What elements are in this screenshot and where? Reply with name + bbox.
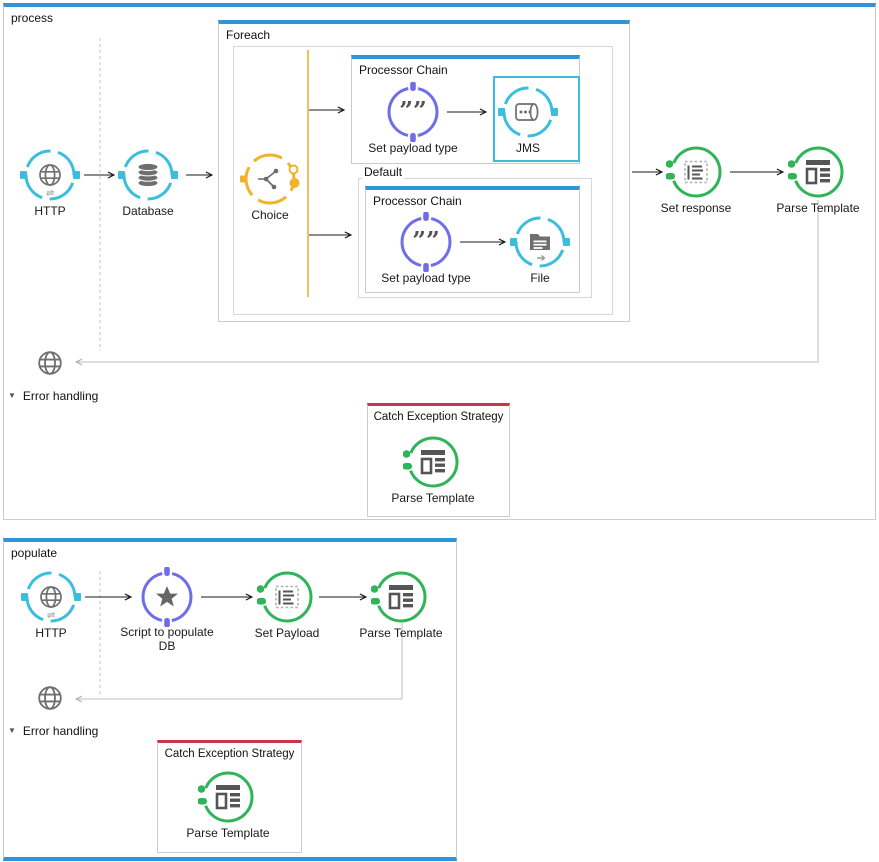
error-handling-section[interactable]: ▼ Error handling [8, 724, 98, 738]
node-set-response[interactable]: Set response [661, 142, 731, 215]
node-label: Parse Template [359, 626, 443, 640]
response-globe-icon [38, 686, 62, 710]
node-label: Set payload type [368, 141, 458, 155]
node-label: Parse Template [391, 491, 475, 505]
default-branch-label: Default [362, 165, 405, 179]
http-endpoint-icon [20, 149, 80, 201]
node-label: JMS [516, 141, 540, 155]
node-label: Database [122, 204, 174, 218]
node-file[interactable]: File [510, 212, 570, 285]
flow-title: process [11, 11, 54, 25]
node-catch-parse-template[interactable]: Parse Template [391, 432, 475, 505]
node-label: File [530, 271, 550, 285]
jms-endpoint-icon [498, 86, 558, 138]
parse-template-icon [403, 436, 459, 488]
set-payload-icon [387, 82, 439, 142]
node-database[interactable]: Database [118, 145, 178, 218]
set-response-icon [666, 146, 722, 198]
file-endpoint-icon [510, 216, 570, 268]
node-label: Set payload type [381, 271, 471, 285]
jms-selection-outline [493, 76, 580, 162]
response-globe-icon [38, 351, 62, 375]
parse-template-icon [198, 771, 254, 823]
catch-exception-box[interactable]: Catch Exception Strategy [157, 740, 302, 853]
catch-exception-title: Catch Exception Strategy [373, 411, 504, 423]
node-jms[interactable]: JMS [498, 82, 558, 155]
node-label: Parse Template [776, 201, 860, 215]
script-component-icon [141, 567, 193, 627]
node-parse-template-populate[interactable]: Parse Template [359, 567, 443, 640]
node-http[interactable]: HTTP [20, 145, 80, 218]
collapse-triangle-icon[interactable]: ▼ [8, 391, 16, 400]
error-handling-label: Error handling [22, 389, 99, 403]
flow-title: populate [11, 546, 58, 560]
error-handling-section[interactable]: ▼ Error handling [8, 389, 98, 403]
node-set-payload-type-default[interactable]: Set payload type [381, 212, 471, 285]
catch-exception-box[interactable]: Catch Exception Strategy [367, 403, 510, 517]
node-label: Set Payload [254, 626, 320, 640]
node-set-payload-type-when[interactable]: Set payload type [368, 82, 458, 155]
foreach-title: Foreach [226, 28, 271, 42]
collapse-triangle-icon[interactable]: ▼ [8, 726, 16, 735]
node-script[interactable]: Script to populate DB [120, 567, 214, 653]
node-set-payload[interactable]: Set Payload [255, 567, 319, 640]
catch-exception-title: Catch Exception Strategy [164, 748, 295, 760]
database-icon [118, 149, 178, 201]
node-parse-template[interactable]: Parse Template [776, 142, 860, 215]
set-payload-icon [400, 212, 452, 272]
node-label: Choice [251, 208, 289, 222]
processor-chain-title: Processor Chain [359, 63, 448, 77]
http-endpoint-icon [21, 571, 81, 623]
choice-router-icon [240, 153, 300, 205]
node-http-populate[interactable]: HTTP [21, 567, 81, 640]
error-handling-label: Error handling [22, 724, 99, 738]
node-label: HTTP [35, 626, 67, 640]
processor-chain-title: Processor Chain [373, 194, 462, 208]
node-choice[interactable]: Choice [240, 149, 300, 222]
node-label: Parse Template [186, 826, 270, 840]
node-label: Script to populate DB [120, 625, 214, 653]
node-catch-parse-template-populate[interactable]: Parse Template [186, 767, 270, 840]
set-payload-icon [257, 571, 313, 623]
node-label: HTTP [34, 204, 66, 218]
parse-template-icon [788, 146, 844, 198]
node-label: Set response [660, 201, 732, 215]
parse-template-icon [371, 571, 427, 623]
